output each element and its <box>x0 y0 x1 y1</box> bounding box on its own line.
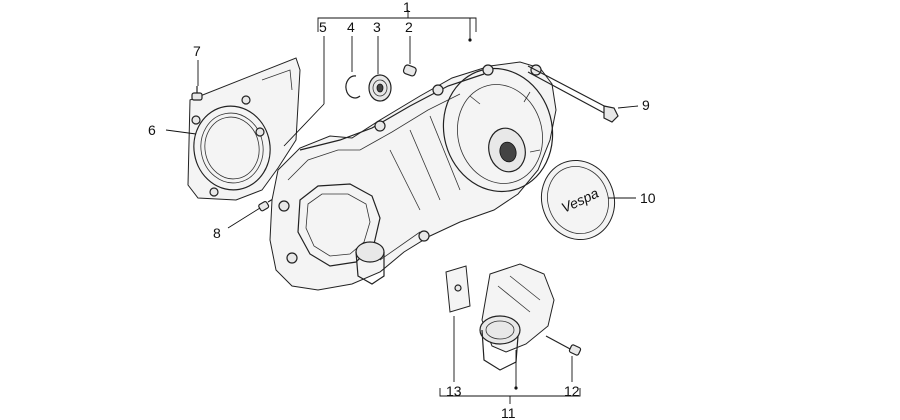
part-12-screw <box>545 335 582 356</box>
callout-2: 2 <box>405 19 413 35</box>
callout-13: 13 <box>446 383 462 399</box>
part-2-dowel <box>402 64 417 77</box>
part-7-screw <box>191 86 203 101</box>
part-4-circlip <box>345 75 361 99</box>
part-9-bolt <box>527 65 619 123</box>
callout-7: 7 <box>193 43 201 59</box>
part-13-plate <box>445 265 471 313</box>
callout-9: 9 <box>642 97 650 113</box>
leader-lines <box>165 10 639 404</box>
part-1-transmission-cover <box>269 61 557 291</box>
callout-6: 6 <box>148 122 156 138</box>
callout-3: 3 <box>373 19 381 35</box>
part-6-gasket-plate <box>187 57 301 201</box>
callout-12: 12 <box>564 383 580 399</box>
part-3-bearing <box>368 74 392 102</box>
callout-11: 11 <box>501 405 516 420</box>
callout-labels: 1 2 3 4 5 6 7 8 9 10 11 12 13 <box>148 0 656 420</box>
part-11-air-duct <box>479 263 555 371</box>
callout-1: 1 <box>403 0 411 15</box>
callout-10: 10 <box>640 190 656 206</box>
callout-4: 4 <box>347 19 355 35</box>
callout-5: 5 <box>319 19 327 35</box>
part-10-logo-cap: Vespa <box>541 159 615 241</box>
callout-8: 8 <box>213 225 221 241</box>
